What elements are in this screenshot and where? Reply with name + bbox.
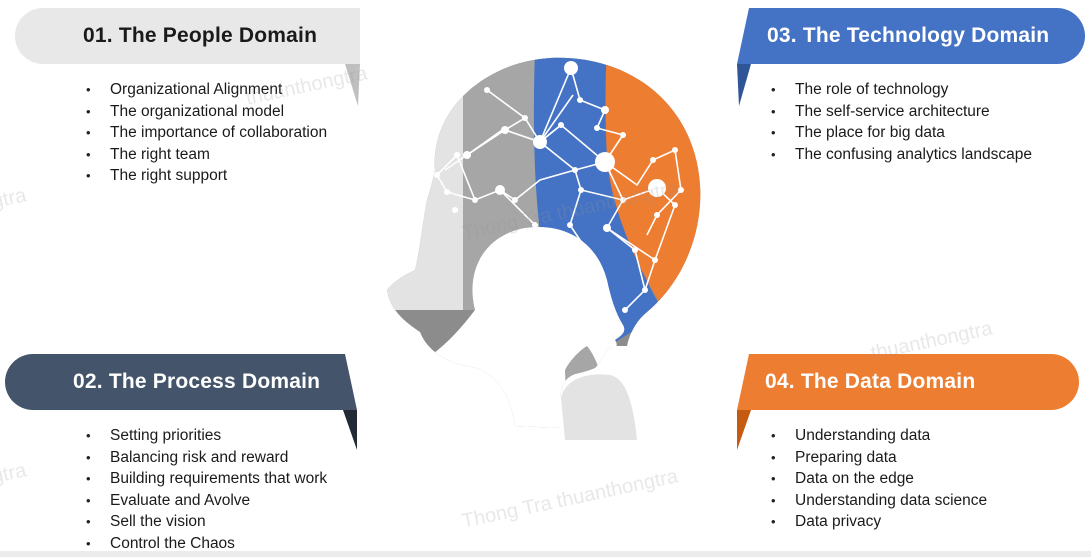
list-item: Preparing data: [769, 447, 987, 469]
list-item: The right team: [84, 144, 327, 166]
watermark-text: ongtra: [0, 459, 29, 493]
process-domain-title: 02. The Process Domain: [73, 370, 321, 393]
list-item: The self-service architecture: [769, 101, 1032, 123]
technology-domain-header: 03. The Technology Domain: [733, 8, 1083, 64]
people-domain-banner: [15, 8, 360, 106]
list-item: Sell the vision: [84, 511, 327, 533]
process-fold: [343, 410, 357, 450]
process-domain-list: Setting priorities Balancing risk and re…: [84, 425, 327, 555]
head-brain-illustration: [387, 57, 701, 440]
data-domain-list: Understanding data Preparing data Data o…: [769, 425, 987, 533]
technology-domain-banner: [737, 8, 1085, 106]
people-domain-title: 01. The People Domain: [83, 24, 318, 47]
technology-domain-list: The role of technology The self-service …: [769, 79, 1032, 165]
process-domain-header: 02. The Process Domain: [5, 354, 345, 410]
watermark-text: Thong Tra thuanthongtra: [460, 465, 680, 533]
neural-network-nodes: [434, 61, 684, 313]
bottom-border: [0, 551, 1091, 557]
technology-domain-title: 03. The Technology Domain: [767, 24, 1050, 47]
people-domain-header: 01. The People Domain: [15, 8, 345, 64]
people-domain-list: Organizational Alignment The organizatio…: [84, 79, 327, 187]
list-item: Understanding data: [769, 425, 987, 447]
data-domain-banner: [737, 354, 1079, 450]
brain-band-light: [387, 57, 470, 310]
process-domain-banner: [5, 354, 357, 450]
list-item: The organizational model: [84, 101, 327, 123]
list-item: Evaluate and Avolve: [84, 490, 327, 512]
list-item: Balancing risk and reward: [84, 447, 327, 469]
list-item: Data privacy: [769, 511, 987, 533]
list-item: The place for big data: [769, 122, 1032, 144]
watermark-text: ongtra: [0, 184, 29, 218]
list-item: The importance of collaboration: [84, 122, 327, 144]
people-fold: [345, 64, 360, 106]
list-item: Organizational Alignment: [84, 79, 327, 101]
list-item: Data on the edge: [769, 468, 987, 490]
technology-fold: [737, 64, 751, 106]
data-fold: [737, 410, 751, 450]
data-domain-header: 04. The Data Domain: [733, 354, 1078, 410]
list-item: Understanding data science: [769, 490, 987, 512]
list-item: Building requirements that work: [84, 468, 327, 490]
list-item: The right support: [84, 165, 327, 187]
list-item: The confusing analytics landscape: [769, 144, 1032, 166]
list-item: Setting priorities: [84, 425, 327, 447]
list-item: Control the Chaos: [84, 533, 327, 555]
data-domain-title: 04. The Data Domain: [765, 370, 976, 393]
neck-block: [561, 374, 637, 440]
list-item: The role of technology: [769, 79, 1032, 101]
